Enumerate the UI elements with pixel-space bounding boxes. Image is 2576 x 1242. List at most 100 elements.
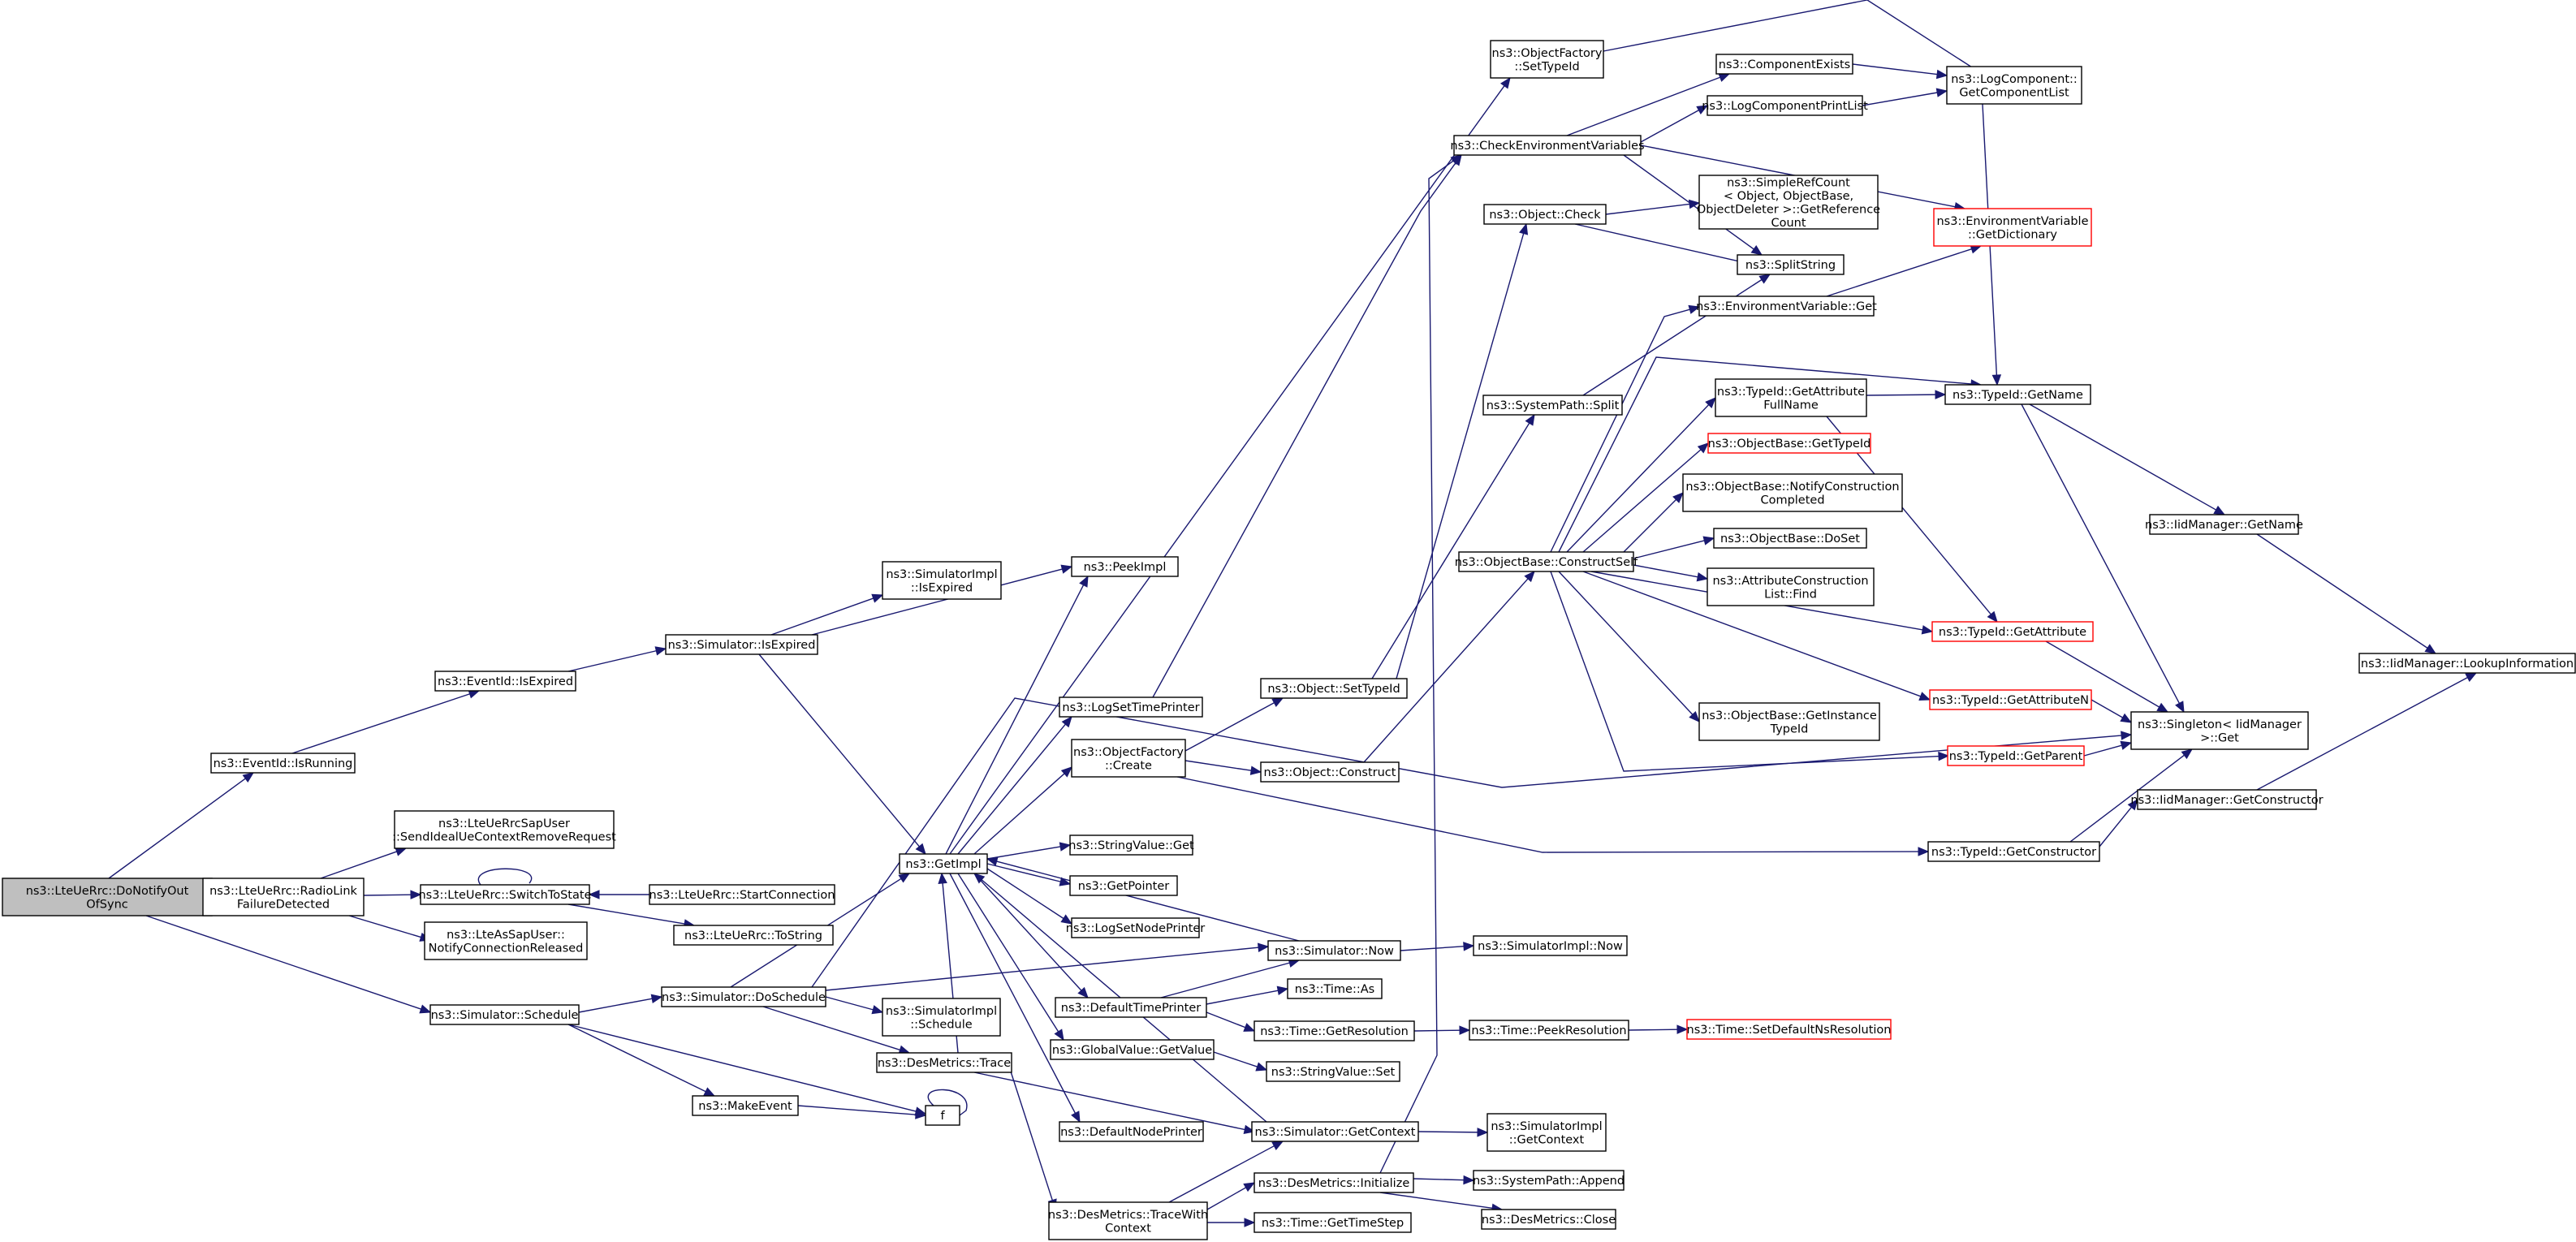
- edge-n25-to-n33: [1213, 1051, 1268, 1072]
- arrow-head: [1991, 374, 2002, 386]
- edge-n28-to-n40: [1371, 413, 1535, 679]
- graph-node[interactable]: ns3::GlobalValue::GetValue: [1050, 1039, 1215, 1060]
- graph-node[interactable]: ns3::SplitString: [1737, 254, 1845, 275]
- arrow-head: [1060, 914, 1073, 925]
- graph-node[interactable]: ns3::TypeId::GetParent: [1947, 745, 2085, 766]
- graph-node[interactable]: ns3::ObjectBase::DoSet: [1713, 528, 1867, 549]
- graph-node[interactable]: ns3::ObjectFactory::SetTypeId: [1490, 40, 1604, 79]
- graph-node[interactable]: ns3::LteUeRrc::SwitchToState: [418, 884, 592, 905]
- edge-line: [567, 1024, 917, 1113]
- graph-node[interactable]: ns3::IidManager::GetConstructor: [2130, 789, 2324, 810]
- edge-line: [973, 873, 1083, 992]
- edge-line: [1379, 1192, 1494, 1210]
- graph-node[interactable]: ns3::Simulator::Now: [1267, 940, 1401, 961]
- graph-node[interactable]: ns3::ObjectBase::GetTypeId: [1707, 433, 1871, 454]
- node-label: ns3::Time::PeekResolution: [1471, 1024, 1626, 1037]
- graph-node[interactable]: ns3::Simulator::Schedule: [429, 1004, 580, 1025]
- graph-node[interactable]: ns3::PeekImpl: [1071, 556, 1179, 577]
- graph-node[interactable]: ns3::LogSetNodePrinter: [1066, 917, 1206, 938]
- graph-node[interactable]: ns3::TypeId::GetAttributeN: [1929, 689, 2092, 710]
- graph-node[interactable]: ns3::DefaultNodePrinter: [1059, 1121, 1204, 1142]
- arrow-head: [973, 873, 986, 884]
- graph-node[interactable]: ns3::ObjectBase::ConstructSelf: [1455, 551, 1638, 572]
- graph-node[interactable]: ns3::Object::SetTypeId: [1260, 678, 1408, 699]
- node-box: [1069, 834, 1193, 856]
- arrow-head: [1524, 571, 1535, 583]
- edge-n5-to-n6: [770, 593, 884, 636]
- graph-node[interactable]: ns3::LogSetTimePrinter: [1059, 696, 1203, 718]
- graph-node[interactable]: ns3::CheckEnvironmentVariables: [1450, 135, 1645, 156]
- graph-node[interactable]: ns3::MakeEvent: [692, 1095, 799, 1116]
- graph-node[interactable]: ns3::DefaultTimePrinter: [1055, 997, 1207, 1018]
- graph-node[interactable]: ns3::StringValue::Get: [1068, 834, 1194, 856]
- graph-node[interactable]: f: [925, 1105, 960, 1126]
- node-box: [1069, 875, 1178, 896]
- edge-line: [1379, 159, 1455, 1174]
- graph-node[interactable]: ns3::Simulator::GetContext: [1251, 1121, 1419, 1142]
- node-label: ::SendIdealUeContextRemoveRequest: [392, 830, 616, 843]
- graph-node[interactable]: ns3::TypeId::GetName: [1944, 384, 2091, 405]
- graph-node[interactable]: ns3::StringValue::Set: [1266, 1061, 1400, 1082]
- arrow-head: [588, 890, 600, 899]
- node-label: ns3::LteUeRrc::SwitchToState: [418, 889, 591, 902]
- node-label: ::SetTypeId: [1514, 60, 1579, 73]
- graph-node[interactable]: ns3::LteAsSapUser::NotifyConnectionRelea…: [424, 921, 588, 960]
- edge-line: [986, 846, 1062, 860]
- graph-node[interactable]: ns3::SimulatorImpl::GetContext: [1486, 1113, 1607, 1152]
- node-label: ns3::AttributeConstruction: [1712, 575, 1868, 588]
- graph-node[interactable]: ns3::ComponentExists: [1715, 54, 1853, 75]
- graph-node[interactable]: ns3::Singleton< IidManager>::Get: [2130, 711, 2309, 750]
- graph-node[interactable]: ns3::EnvironmentVariable::Get: [1696, 295, 1877, 317]
- graph-node[interactable]: ns3::EnvironmentVariable::GetDictionary: [1933, 208, 2092, 247]
- graph-node[interactable]: ns3::GetImpl: [899, 853, 988, 874]
- graph-node[interactable]: ns3::SimulatorImpl::Now: [1473, 935, 1628, 956]
- node-box: [665, 634, 818, 655]
- graph-node[interactable]: ns3::Time::GetResolution: [1253, 1020, 1415, 1041]
- graph-node[interactable]: ns3::TypeId::GetAttribute: [1931, 621, 2094, 642]
- graph-node[interactable]: ns3::GetPointer: [1069, 875, 1178, 896]
- graph-node[interactable]: ns3::LogComponentPrintList: [1702, 95, 1868, 116]
- graph-node[interactable]: ns3::LteUeRrc::StartConnection: [649, 884, 835, 905]
- graph-node[interactable]: ns3::IidManager::LookupInformation: [2358, 653, 2576, 674]
- graph-node[interactable]: ns3::Simulator::IsExpired: [665, 634, 818, 655]
- graph-node[interactable]: ns3::Simulator::DoSchedule: [661, 986, 826, 1007]
- graph-node[interactable]: ns3::Object::Construct: [1260, 761, 1400, 783]
- node-label: ns3::Time::SetDefaultNsResolution: [1687, 1024, 1892, 1037]
- graph-node[interactable]: ns3::IidManager::GetName: [2145, 514, 2303, 535]
- edge-line: [1206, 990, 1279, 1005]
- graph-node[interactable]: ns3::EventId::IsRunning: [210, 753, 356, 774]
- node-box: [1707, 95, 1863, 116]
- graph-node[interactable]: ns3::Time::GetTimeStep: [1253, 1212, 1412, 1233]
- graph-node[interactable]: ns3::DesMetrics::Close: [1481, 1209, 1616, 1230]
- arrow-head: [2175, 701, 2185, 714]
- graph-node[interactable]: ns3::Object::Check: [1483, 204, 1607, 225]
- graph-node[interactable]: ns3::Time::SetDefaultNsResolution: [1686, 1019, 1892, 1040]
- graph-node[interactable]: ns3::SystemPath::Split: [1482, 395, 1623, 416]
- arrow-head: [2127, 798, 2138, 811]
- graph-node[interactable]: ns3::SystemPath::Append: [1473, 1170, 1625, 1191]
- graph-node[interactable]: ns3::SimulatorImpl::IsExpired: [882, 561, 1002, 600]
- graph-node[interactable]: ns3::SimpleRefCount< Object, ObjectBase,…: [1697, 175, 1880, 230]
- graph-node[interactable]: ns3::ObjectFactory::Create: [1071, 739, 1186, 778]
- edge-line: [2021, 403, 2181, 705]
- graph-node[interactable]: ns3::LteUeRrc::ToString: [673, 925, 834, 946]
- graph-node[interactable]: ns3::DesMetrics::Trace: [876, 1052, 1012, 1073]
- graph-node[interactable]: ns3::DesMetrics::Initialize: [1253, 1172, 1414, 1193]
- node-box: [1453, 135, 1642, 156]
- graph-node[interactable]: ns3::TypeId::GetConstructor: [1927, 841, 2100, 862]
- graph-node[interactable]: ns3::LogComponent::GetComponentList: [1946, 66, 2082, 105]
- graph-node[interactable]: ns3::ObjectBase::NotifyConstructionCompl…: [1682, 473, 1903, 512]
- edge-n5-to-n8: [758, 653, 926, 855]
- node-box: [1287, 978, 1383, 999]
- graph-node[interactable]: ns3::SimulatorImpl::Schedule: [882, 998, 1001, 1037]
- graph-node[interactable]: ns3::LteUeRrcSapUser::SendIdealUeContext…: [392, 810, 616, 849]
- graph-node[interactable]: ns3::EventId::IsExpired: [434, 671, 576, 692]
- graph-node[interactable]: ns3::Time::As: [1287, 978, 1383, 999]
- graph-node[interactable]: ns3::Time::PeekResolution: [1469, 1020, 1629, 1041]
